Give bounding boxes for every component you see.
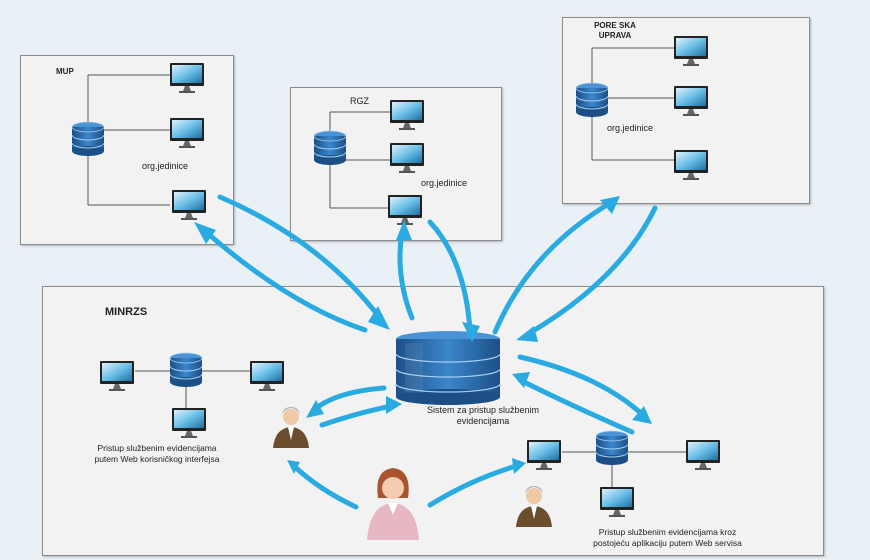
mup-box (20, 55, 234, 245)
mup-label: MUP (56, 67, 74, 76)
system-label-line2: evidencijama (456, 416, 510, 426)
minrzs-label: MINRZS (105, 306, 148, 318)
system-label: Sistem za pristup službenim evidencijama (398, 405, 568, 427)
mup-org-label: org.jedinice (142, 161, 189, 171)
mup-graphics (71, 63, 206, 220)
person-man-right (516, 486, 552, 527)
rgz-org-label: org.jedinice (421, 178, 468, 188)
web-ui-label-line1: Pristup službenim evidencijama (97, 443, 217, 453)
person-man-left (273, 407, 309, 448)
poreska-label: PORE SKA UPRAVA (585, 21, 645, 41)
poreska-org-label: org.jedinice (607, 123, 654, 133)
system-database (395, 331, 501, 405)
poreska-label-line1: PORE SKA (594, 21, 636, 30)
poreska-label-line2: UPRAVA (598, 31, 632, 40)
web-service-label-line2: postojeću aplikaciju putem Web servisa (593, 538, 742, 548)
web-service-label-line1: Pristup službenim evidencijama kroz (598, 527, 737, 537)
system-label-line1: Sistem za pristup službenim (426, 405, 540, 415)
web-service-label: Pristup službenim evidencijama kroz post… (560, 527, 775, 549)
arrowheads (194, 196, 652, 474)
person-woman (367, 468, 419, 540)
web-ui-label: Pristup službenim evidencijama putem Web… (62, 443, 252, 465)
web-ui-label-line2: putem Web korisničkog interfejsa (94, 454, 220, 464)
rgz-label: RGZ (350, 96, 369, 106)
